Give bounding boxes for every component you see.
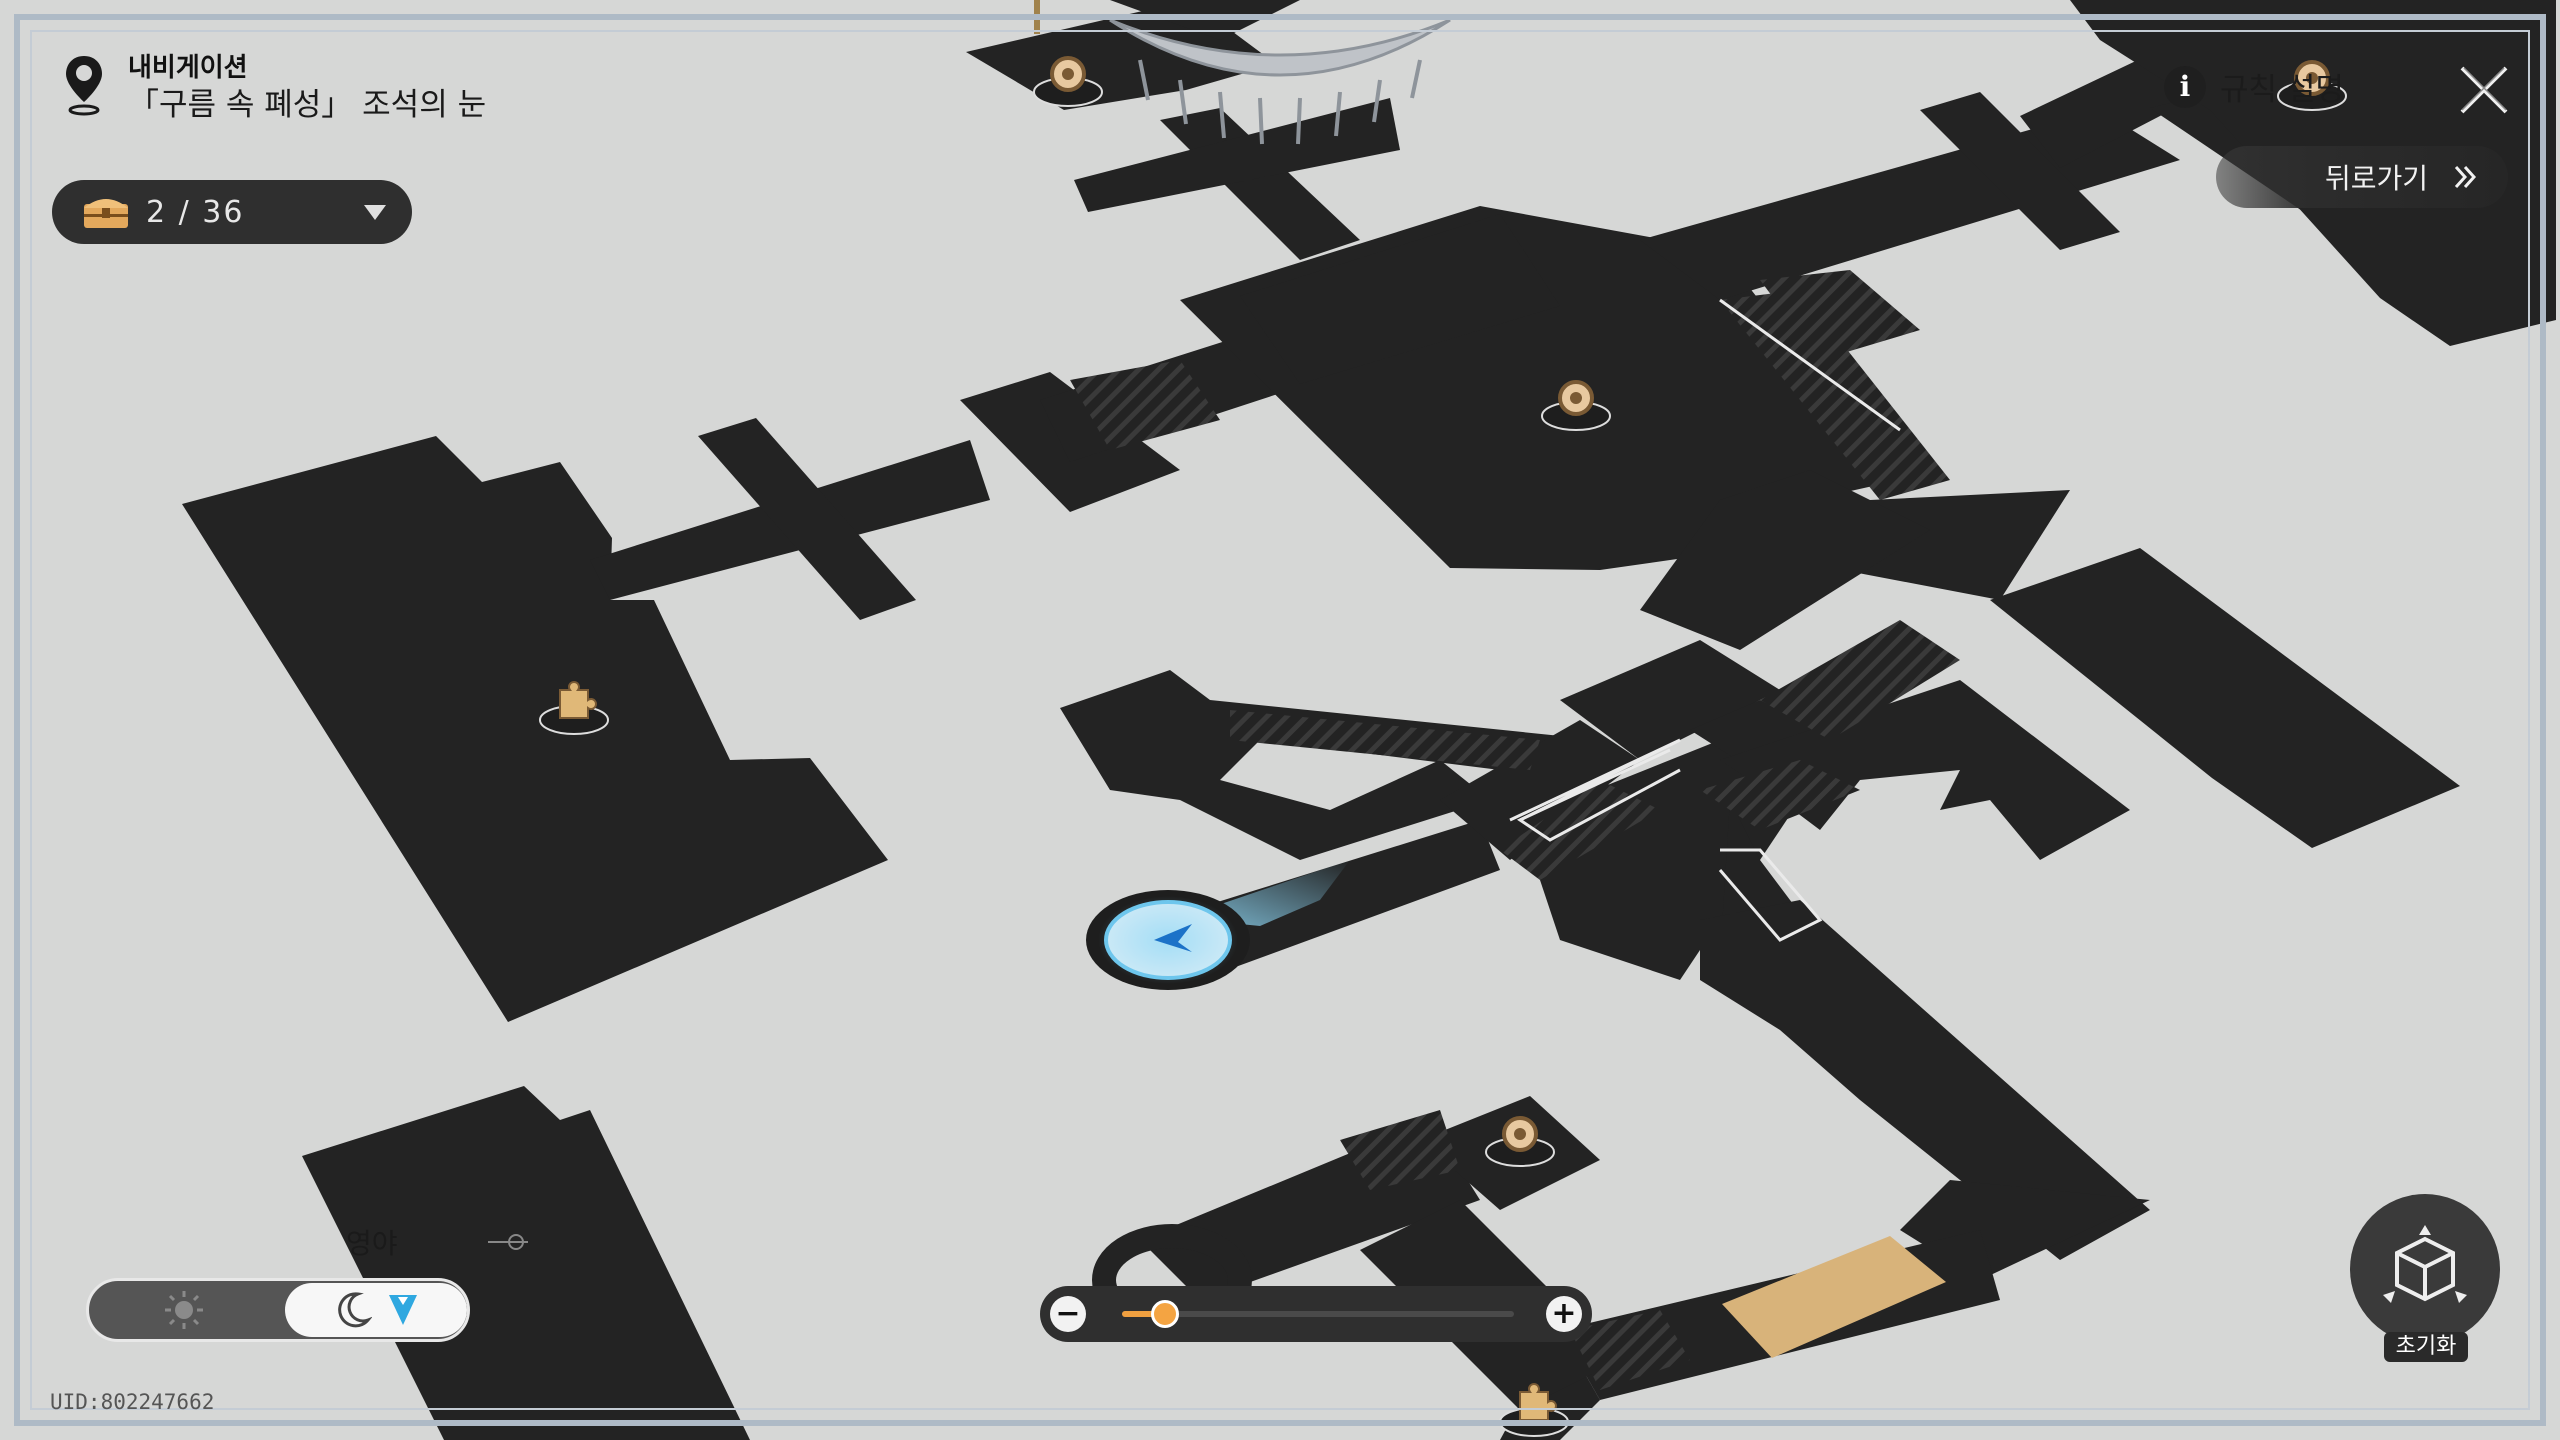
back-label: 뒤로가기 <box>2324 162 2428 195</box>
location-pin-icon <box>66 56 102 116</box>
double-chevron-right-icon <box>2454 165 2477 189</box>
arrow-connector-icon <box>488 1234 528 1250</box>
puzzle-pin[interactable] <box>1499 1383 1569 1437</box>
teleport-pin[interactable] <box>1033 56 1103 107</box>
teleport-pin[interactable] <box>2277 60 2347 111</box>
back-button[interactable]: 뒤로가기 <box>2216 146 2508 208</box>
highlight-tile <box>1722 1236 1946 1358</box>
zoom-fill <box>1122 1311 1166 1317</box>
chevron-down-icon <box>364 204 386 220</box>
day-night-label: 영야 <box>346 1227 398 1260</box>
player-arrow-icon <box>389 1295 417 1325</box>
zoom-in-button[interactable]: + <box>1546 1296 1582 1332</box>
chest-icon <box>84 199 128 228</box>
info-icon: i <box>2164 65 2206 108</box>
close-icon[interactable] <box>2452 58 2516 122</box>
player-marker[interactable] <box>1086 860 1350 990</box>
uid-text: UID:802247662 <box>50 1390 215 1414</box>
navigation-label: 내비게이션 <box>128 53 248 83</box>
crescent-ornament <box>1034 0 1451 145</box>
reset-label: 초기화 <box>2384 1332 2468 1362</box>
teleport-pin[interactable] <box>1541 380 1611 431</box>
chest-count: 2 / 36 <box>146 194 245 230</box>
zoom-out-button[interactable]: − <box>1050 1296 1086 1332</box>
teleport-pin[interactable] <box>1485 1116 1555 1167</box>
zoom-track[interactable] <box>1122 1300 1514 1328</box>
reset-view-button[interactable] <box>2350 1194 2500 1344</box>
zoom-slider[interactable]: − + <box>1040 1286 1592 1342</box>
map-outlines <box>1509 298 1901 942</box>
chest-counter-dropdown[interactable]: 2 / 36 <box>52 180 412 244</box>
rules-button[interactable]: i 규칙 설명 <box>2164 64 2344 109</box>
location-name: 「구름 속 폐성」 조석의 눈 <box>128 87 487 123</box>
navigation-header: 내비게이션 「구름 속 폐성」 조석의 눈 <box>62 52 486 126</box>
day-night-toggle[interactable] <box>86 1278 470 1342</box>
zoom-knob[interactable] <box>1151 1300 1180 1328</box>
puzzle-pin[interactable] <box>539 681 609 735</box>
map-stairs <box>1070 270 1960 1390</box>
rules-label: 규칙 설명 <box>2220 72 2344 108</box>
moon-icon <box>338 1292 372 1328</box>
night-option[interactable] <box>285 1283 467 1337</box>
map-floor <box>182 0 2556 1440</box>
day-option[interactable] <box>89 1281 279 1339</box>
sun-icon <box>165 1291 203 1329</box>
cube-icon <box>2383 1225 2467 1303</box>
